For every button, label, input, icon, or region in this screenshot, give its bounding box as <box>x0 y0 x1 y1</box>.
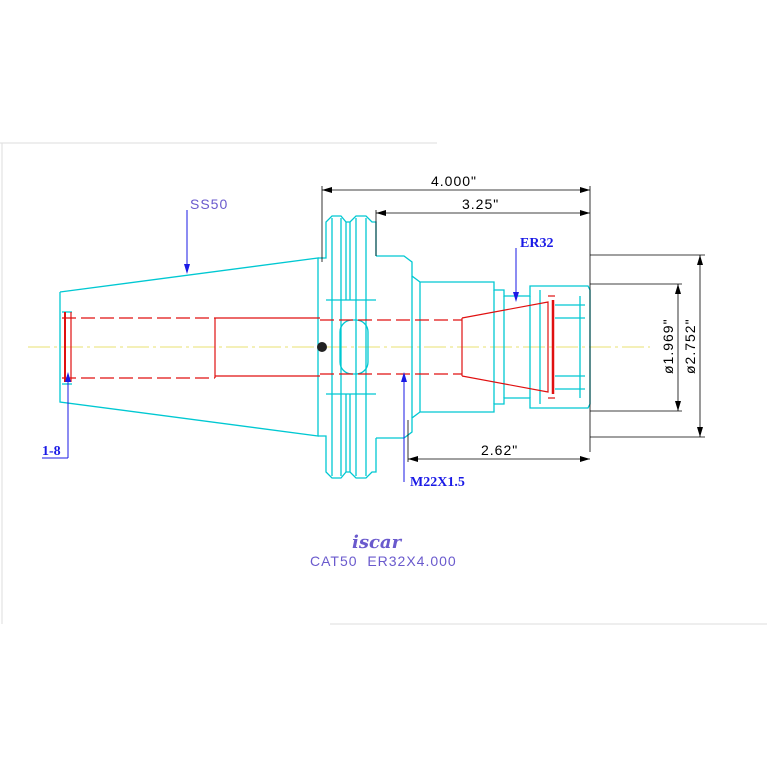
body-outline <box>376 255 591 439</box>
retention-label: 1-8 <box>42 444 61 459</box>
thread-callout: M22X1.5 <box>401 372 465 490</box>
taper-label: SS50 <box>190 196 228 212</box>
flange-outline <box>318 215 377 479</box>
dimension-arrows <box>322 187 703 462</box>
gauge-point <box>317 342 327 352</box>
dim-overall-length: 4.000" <box>431 173 477 189</box>
internal-bore <box>62 295 555 399</box>
dim-small-diameter: ø1.969" <box>660 318 676 374</box>
dim-body-length: 2.62" <box>481 442 518 458</box>
frame-lines <box>0 142 767 625</box>
collet-label: ER32 <box>520 236 553 251</box>
dim-large-diameter: ø2.752" <box>682 318 698 374</box>
dimension-lines <box>321 186 705 462</box>
part-number: CAT50 ER32X4.000 <box>310 553 457 569</box>
thread-label: M22X1.5 <box>410 475 465 490</box>
company-logo: iscar <box>352 532 403 553</box>
collet-callout: ER32 <box>513 236 553 302</box>
retention-callout: 1-8 <box>42 372 71 459</box>
dim-gauge-length: 3.25" <box>462 196 499 212</box>
taper-callout: SS50 <box>184 196 228 274</box>
